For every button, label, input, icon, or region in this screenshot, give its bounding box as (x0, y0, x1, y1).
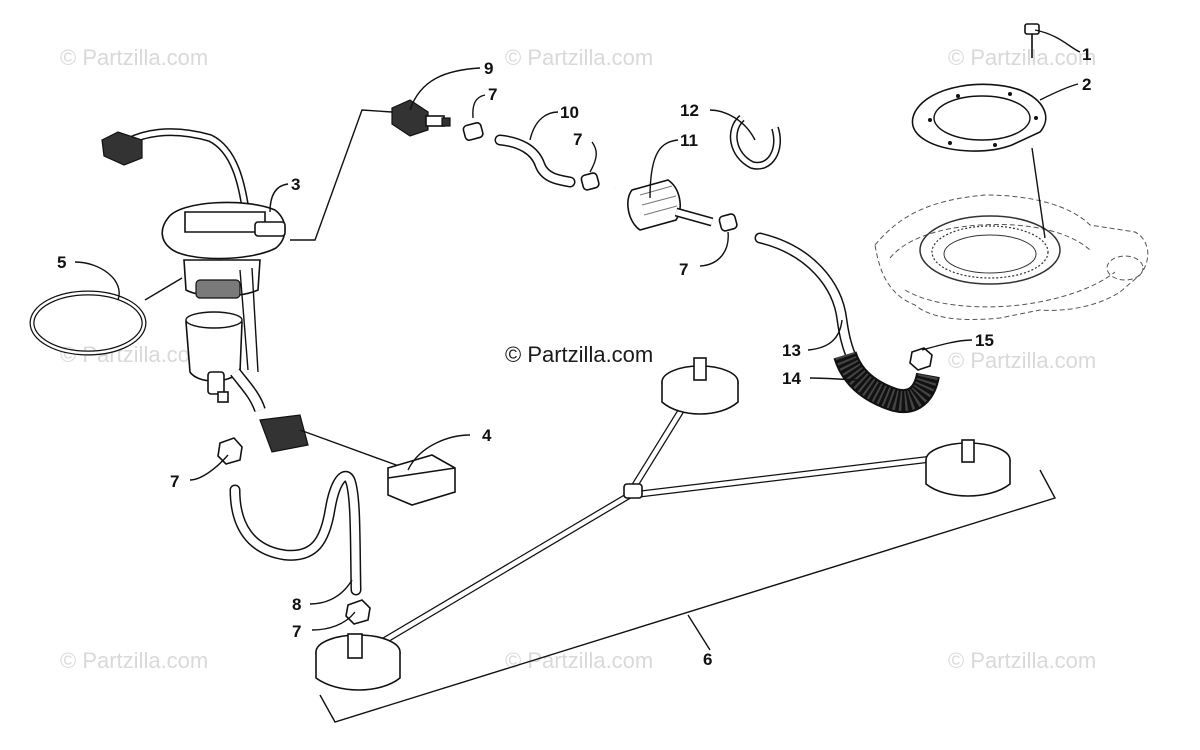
fuel-tank-outline (874, 194, 1149, 320)
callout-10: 10 (560, 103, 579, 122)
callout-13: 13 (782, 341, 801, 360)
callout-7-a: 7 (488, 85, 497, 104)
watermark-group: © Partzilla.com © Partzilla.com © Partzi… (60, 45, 1096, 673)
callout-5: 5 (57, 253, 66, 272)
callout-7-c: 7 (679, 260, 688, 279)
fuel-pump-part-3 (101, 128, 286, 403)
pickup-assembly-part-6 (315, 357, 1011, 691)
sender-part-4 (230, 368, 456, 506)
connector-part-9 (391, 99, 451, 137)
callout-2: 2 (1082, 75, 1091, 94)
watermark-bottom-left: © Partzilla.com (60, 648, 208, 673)
sleeve-part-14 (833, 350, 940, 414)
collar-part-7-d (217, 437, 243, 465)
watermark-top-left: © Partzilla.com (60, 45, 208, 70)
watermark-top-right: © Partzilla.com (948, 45, 1096, 70)
pickup-filter-top (661, 357, 739, 415)
callout-14: 14 (782, 369, 801, 388)
callout-8: 8 (292, 595, 301, 614)
watermark-center: © Partzilla.com (505, 342, 653, 367)
collar-part-7-e (345, 599, 371, 625)
pickup-filter-right (925, 439, 1011, 497)
gasket-part-2 (911, 83, 1047, 239)
hose-part-8 (229, 470, 362, 596)
watermark-top-center: © Partzilla.com (505, 45, 653, 70)
nut-part-15 (909, 347, 933, 371)
callout-12: 12 (680, 101, 699, 120)
clamp-part-12 (729, 114, 781, 170)
callout-labels: 1 2 3 4 5 6 7 7 7 7 7 8 9 10 11 12 13 14… (57, 45, 1091, 669)
callout-3: 3 (291, 175, 300, 194)
hose-part-10 (494, 134, 576, 188)
callout-11: 11 (680, 131, 698, 150)
callout-4: 4 (482, 426, 492, 445)
watermark-bottom-right: © Partzilla.com (948, 648, 1096, 673)
collar-part-7-b (580, 172, 600, 191)
watermark-bottom-center: © Partzilla.com (505, 648, 653, 673)
oring-part-5 (29, 290, 147, 356)
filter-part-11 (614, 179, 714, 231)
callout-7-d: 7 (170, 472, 179, 491)
callout-15: 15 (975, 331, 994, 350)
callout-9: 9 (484, 59, 493, 78)
collar-part-7-c (718, 213, 738, 232)
pickup-filter-bottom (315, 633, 401, 691)
collar-part-7-a (462, 122, 484, 141)
callout-6: 6 (703, 650, 712, 669)
callout-1: 1 (1082, 45, 1091, 64)
callout-7-e: 7 (292, 622, 301, 641)
callout-7-b: 7 (573, 130, 582, 149)
watermark-mid-right: © Partzilla.com (948, 348, 1096, 373)
screw-part-1 (1024, 23, 1040, 58)
leader-lines (74, 29, 1081, 723)
